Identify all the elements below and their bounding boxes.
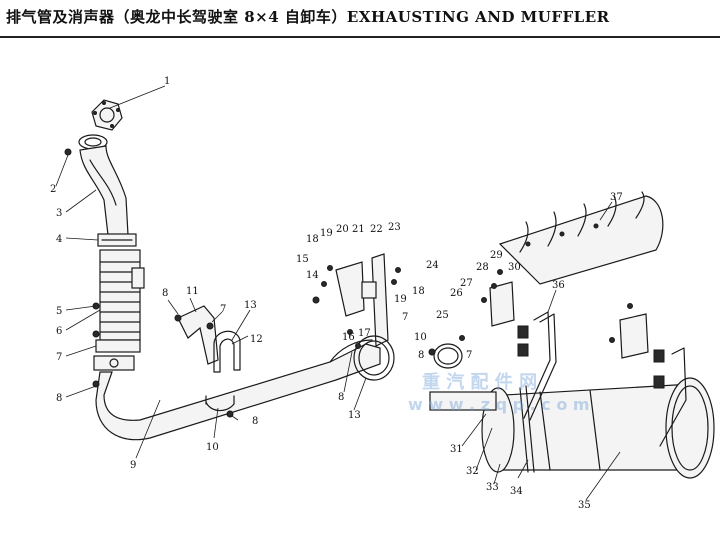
callout-23: 23 xyxy=(388,222,401,233)
callout-9: 9 xyxy=(130,460,136,471)
callout-10a: 10 xyxy=(206,442,219,453)
fasteners xyxy=(64,148,633,418)
callout-30: 30 xyxy=(508,262,521,273)
bracket-part-11 xyxy=(177,305,219,365)
callout-13a: 13 xyxy=(244,300,257,311)
watermark-line1: 重 汽 配 件 网 xyxy=(422,371,537,393)
callout-25: 25 xyxy=(436,310,449,321)
callout-16: 16 xyxy=(342,332,355,343)
callout-8b: 8 xyxy=(162,288,168,299)
callout-8e: 8 xyxy=(418,350,424,361)
elbow-pipe-part-3 xyxy=(79,145,129,236)
flange-gasket-part-1 xyxy=(91,99,123,131)
callout-2: 2 xyxy=(50,184,56,195)
callout-27: 27 xyxy=(460,278,473,289)
callout-22: 22 xyxy=(370,224,383,235)
callout-11: 11 xyxy=(186,286,199,297)
callout-12: 12 xyxy=(250,334,263,345)
clamp-part-25 xyxy=(433,343,463,369)
lower-flange-part-4 xyxy=(97,233,137,247)
callout-31: 31 xyxy=(450,444,463,455)
flex-hose-part-6 xyxy=(99,249,145,341)
callout-18a: 18 xyxy=(306,234,319,245)
callout-7a: 7 xyxy=(56,352,62,363)
clamp-part-12 xyxy=(213,330,241,373)
callout-19a: 19 xyxy=(320,228,333,239)
callout-14: 14 xyxy=(306,270,319,281)
callout-21: 21 xyxy=(352,224,365,235)
callout-6: 6 xyxy=(56,326,62,337)
callout-8a: 8 xyxy=(56,393,62,404)
title-rule xyxy=(0,36,720,38)
leader-lines xyxy=(55,85,621,501)
watermark-line2: w w w . z q p . c o m xyxy=(408,395,590,414)
callout-20: 20 xyxy=(336,224,349,235)
callout-15: 15 xyxy=(296,254,309,265)
diagram-title: 排气管及消声器（奥龙中长驾驶室 8×4 自卸车）EXHAUSTING AND M… xyxy=(6,8,610,26)
callout-18b: 18 xyxy=(412,286,425,297)
callout-33: 33 xyxy=(486,482,499,493)
callout-7d: 7 xyxy=(466,350,472,361)
callout-37: 37 xyxy=(610,192,623,203)
heat-shield-part-37 xyxy=(498,191,664,285)
callout-29: 29 xyxy=(490,250,503,261)
callout-32: 32 xyxy=(466,466,479,477)
hanger-strap-part-36 xyxy=(523,311,687,447)
clamp-part-13 xyxy=(353,335,395,381)
callout-4: 4 xyxy=(56,234,62,245)
support-bracket-parts-20-23 xyxy=(335,253,389,347)
callout-35: 35 xyxy=(578,500,591,511)
mount-bracket-right xyxy=(619,313,665,389)
callout-8d: 8 xyxy=(338,392,344,403)
callout-19b: 19 xyxy=(394,294,407,305)
inlet-pipe-part-31 xyxy=(429,391,497,411)
muffler-part-35 xyxy=(481,377,715,479)
callout-26: 26 xyxy=(450,288,463,299)
lower-clamp-part-10 xyxy=(205,395,235,412)
callout-36: 36 xyxy=(552,280,565,291)
callout-34: 34 xyxy=(510,486,523,497)
bottom-flange-part-7 xyxy=(93,339,141,371)
callout-7b: 7 xyxy=(220,304,226,315)
callout-17: 17 xyxy=(358,328,371,339)
callout-13b: 13 xyxy=(348,410,361,421)
callout-8c: 8 xyxy=(252,416,258,427)
callout-24: 24 xyxy=(426,260,439,271)
callout-3: 3 xyxy=(56,208,62,219)
band-clamp-part-33 xyxy=(519,385,535,473)
hanger-bracket-parts-28-30 xyxy=(489,281,529,357)
callout-7c: 7 xyxy=(402,312,408,323)
callout-1: 1 xyxy=(164,76,170,87)
callout-10b: 10 xyxy=(414,332,427,343)
exhaust-pipe-part-9 xyxy=(95,339,381,441)
callout-5: 5 xyxy=(56,306,62,317)
callout-28: 28 xyxy=(476,262,489,273)
callout-labels: 1 2 3 4 5 6 7 8 9 10 11 12 13 8 7 8 14 1… xyxy=(50,76,623,511)
